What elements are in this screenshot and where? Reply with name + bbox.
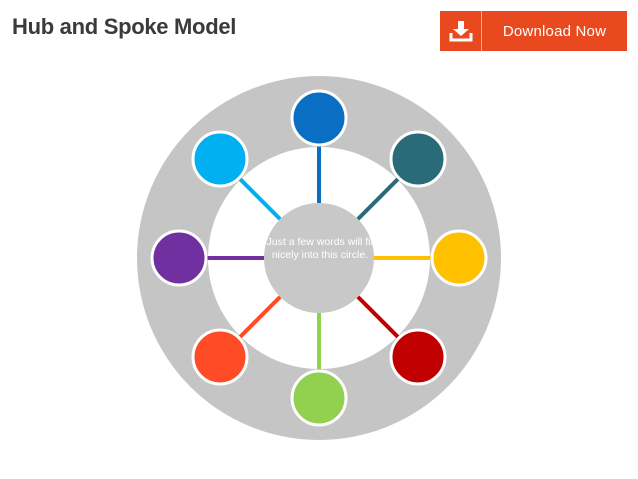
spoke-line-bottom-left — [237, 295, 282, 340]
spoke-node-bottom-left — [191, 328, 249, 386]
spoke-node-top-left — [191, 130, 249, 188]
spoke-line-top-left — [237, 176, 282, 221]
spoke-node-top — [290, 89, 348, 147]
download-icon — [440, 11, 482, 51]
download-button-label: Download Now — [502, 22, 607, 40]
hub-circle — [264, 203, 374, 313]
spoke-node-bottom-right — [389, 328, 447, 386]
spoke-node-left — [150, 229, 208, 287]
page-title: Hub and Spoke Model — [12, 14, 237, 39]
hub-text: Just a few words will fit nicely into th… — [266, 236, 374, 261]
spoke-node-top-right — [389, 130, 447, 188]
download-now-button[interactable]: Download Now — [440, 11, 627, 51]
spoke-node-right — [430, 229, 488, 287]
spoke-node-bottom — [290, 369, 348, 427]
spoke-line-top-right — [356, 176, 401, 221]
spoke-line-bottom-right — [356, 295, 401, 340]
